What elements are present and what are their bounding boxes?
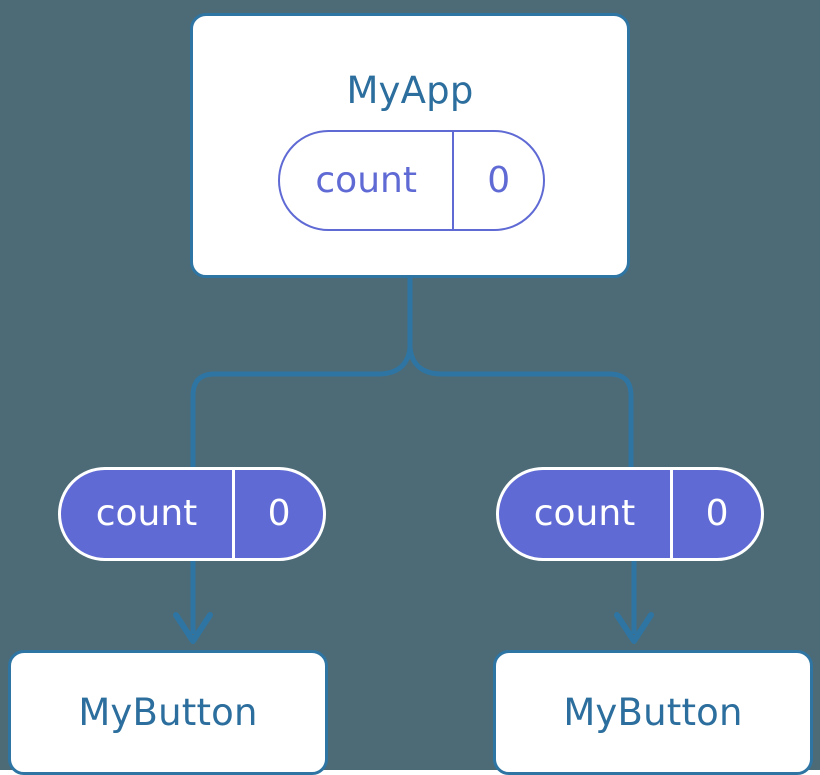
state-pill-key: count: [315, 159, 417, 201]
prop-pill-key: count: [533, 493, 636, 534]
component-box-myapp[interactable]: MyApp: [190, 13, 630, 278]
arrow-right-pill-to-button: [614, 561, 654, 644]
component-title-mybutton: MyButton: [563, 691, 743, 734]
component-title-myapp: MyApp: [346, 69, 474, 112]
component-box-mybutton-right[interactable]: MyButton: [493, 650, 813, 775]
prop-pill-right-count[interactable]: count 0: [496, 467, 764, 561]
component-box-mybutton-left[interactable]: MyButton: [8, 650, 328, 775]
prop-pill-left-count[interactable]: count 0: [58, 467, 326, 561]
arrow-left-pill-to-button: [173, 561, 213, 644]
state-pill-myapp-count[interactable]: count 0: [278, 130, 545, 231]
prop-pill-value: 0: [232, 470, 323, 558]
component-title-mybutton: MyButton: [78, 691, 258, 734]
connector-split-right: [407, 347, 634, 397]
state-pill-value: 0: [452, 132, 543, 229]
prop-pill-key: count: [95, 493, 198, 534]
connector-split-left: [190, 347, 413, 397]
prop-pill-value: 0: [670, 470, 761, 558]
